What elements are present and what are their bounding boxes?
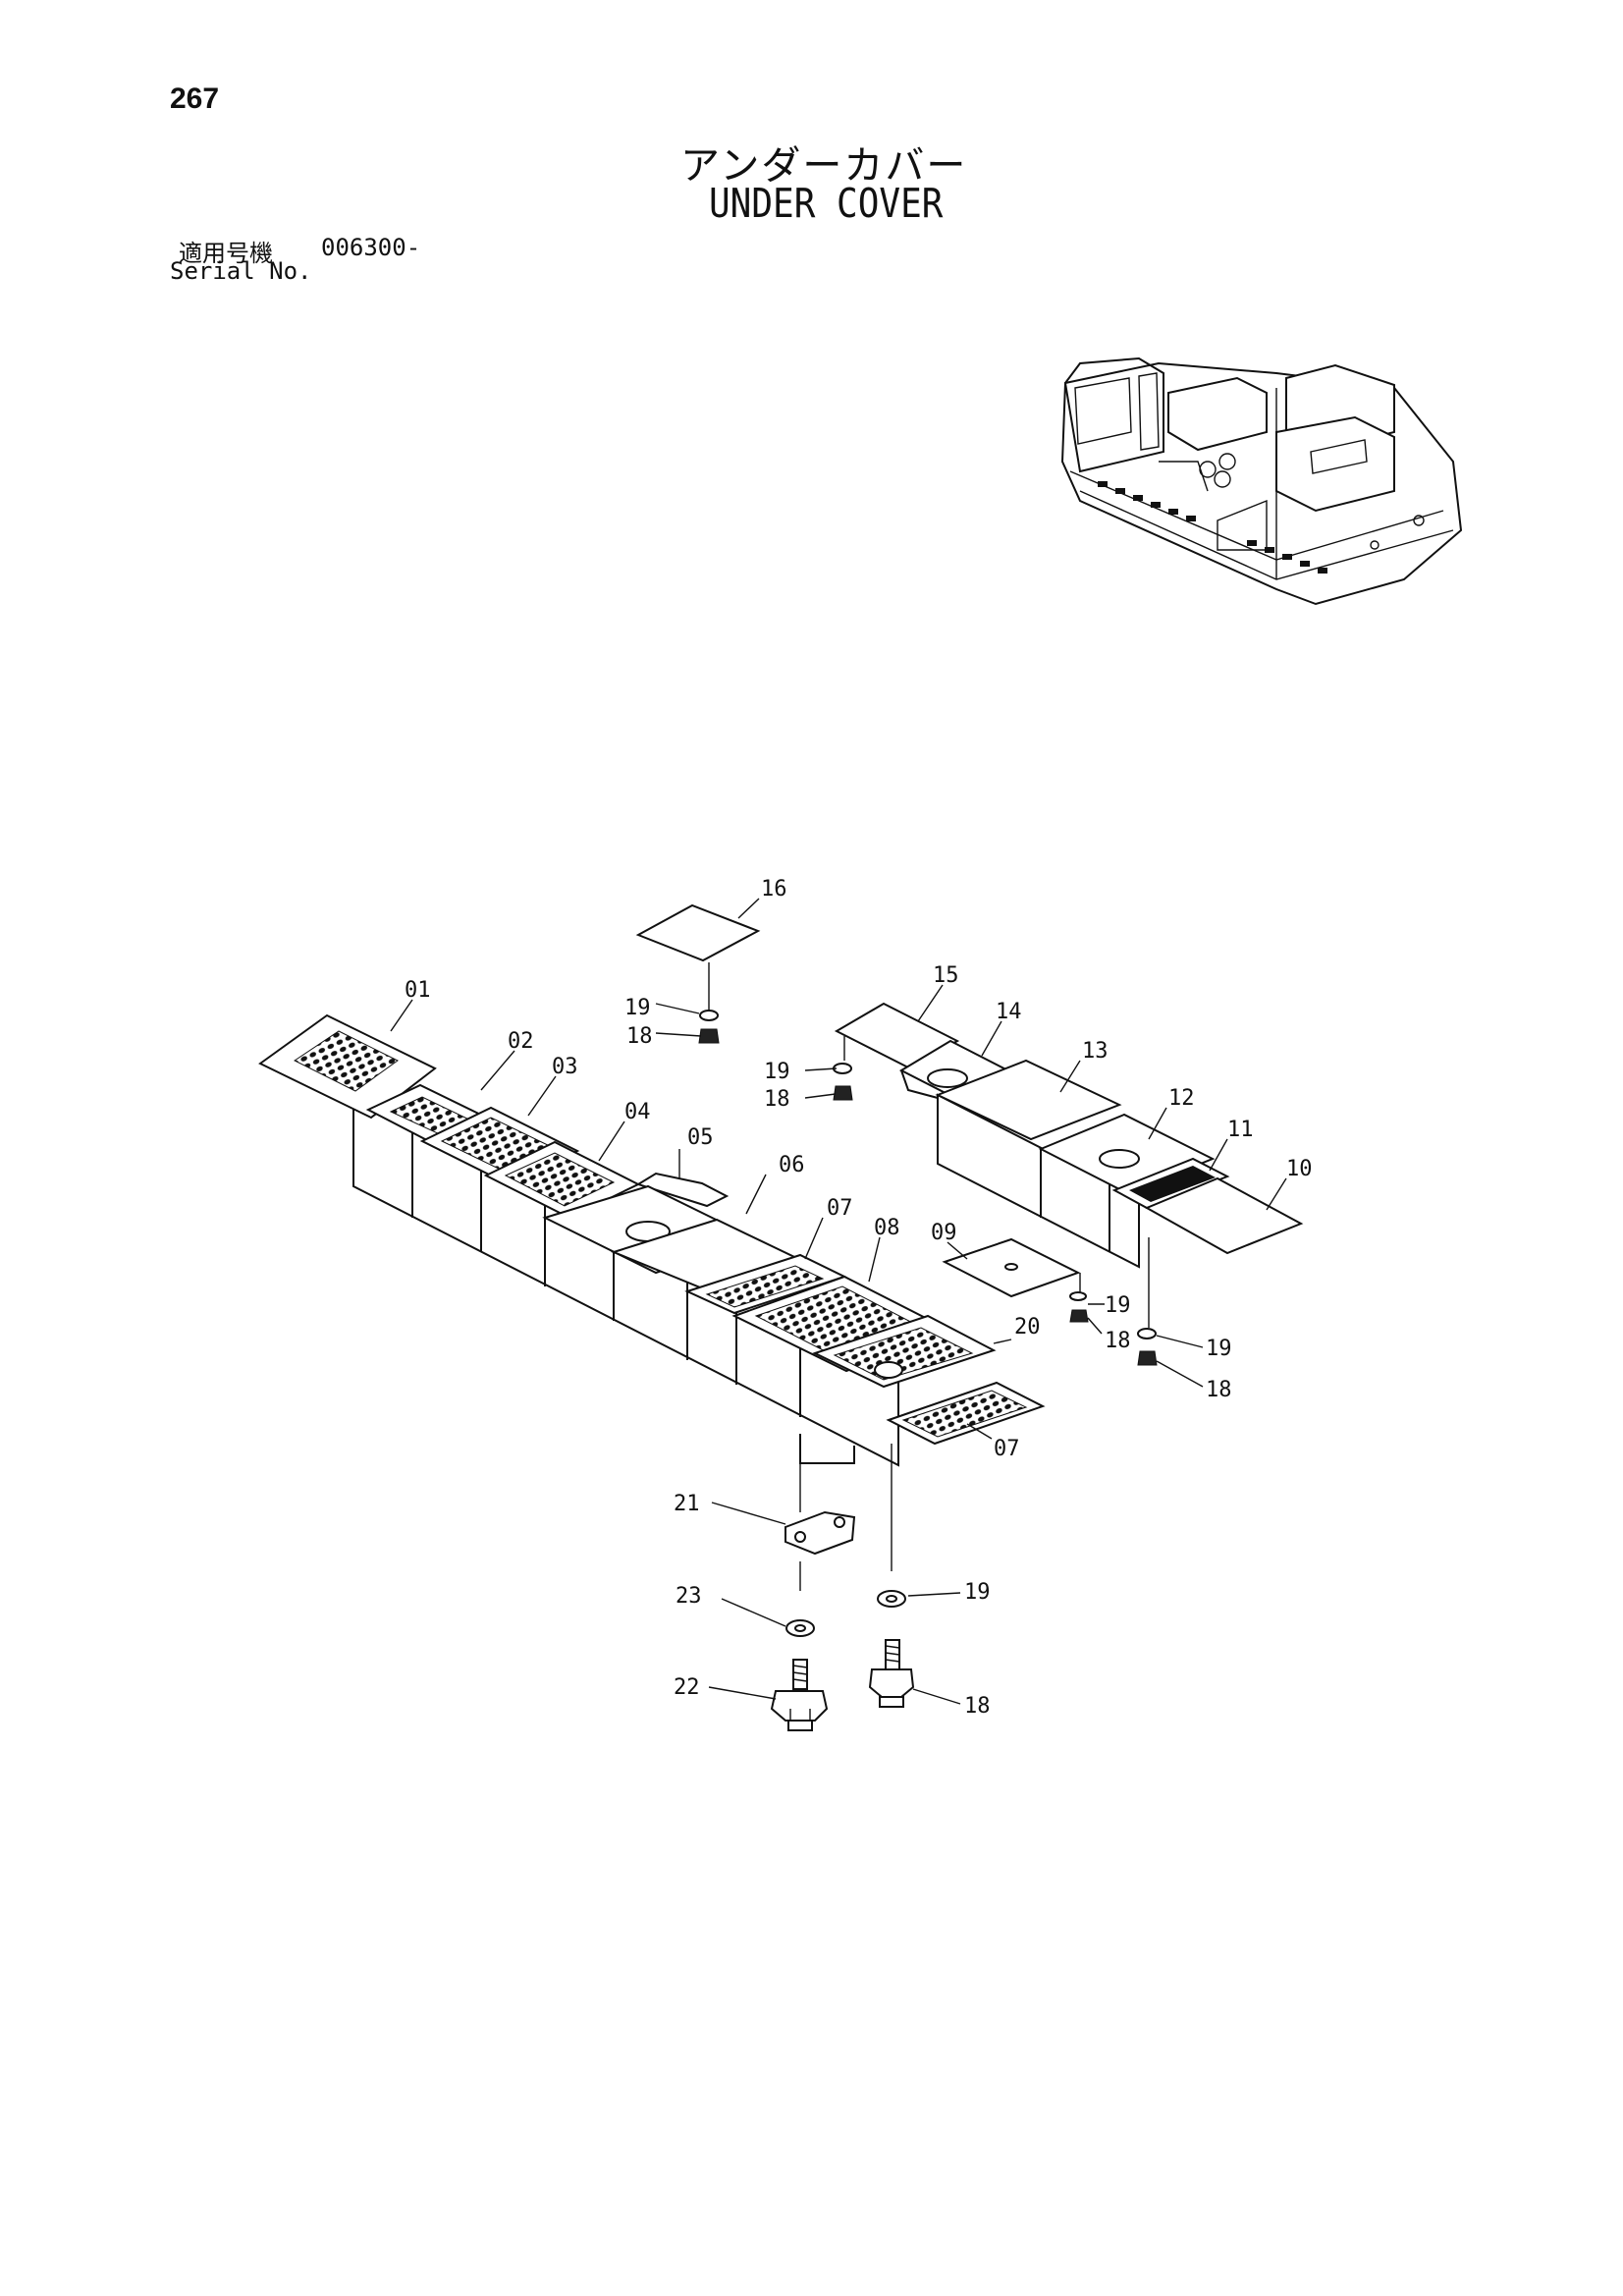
callout-18: 18	[626, 1024, 653, 1049]
part-22-bolt	[770, 1659, 829, 1731]
part-23-washer	[785, 1619, 815, 1637]
leader-lines	[390, 898, 1287, 1705]
serial-label-japanese: 適用号機	[179, 240, 273, 267]
part-18-bolt	[868, 1639, 915, 1708]
front-row-plates	[258, 1013, 1046, 1446]
callout-10: 10	[1286, 1157, 1313, 1181]
callout-19: 19	[964, 1580, 991, 1605]
callout-21: 21	[674, 1492, 700, 1516]
plate-16	[635, 903, 761, 962]
callout-06: 06	[779, 1153, 805, 1177]
callout-22: 22	[674, 1675, 700, 1700]
callout-labels: 16 01 19 18 02 03 04 05 06 07 08 09 15 1…	[405, 877, 1313, 1719]
callout-19: 19	[1105, 1293, 1131, 1318]
callout-12: 12	[1168, 1086, 1195, 1111]
callout-11: 11	[1227, 1118, 1254, 1142]
plate-15	[834, 1002, 960, 1070]
callout-13: 13	[1082, 1039, 1109, 1064]
callout-03: 03	[552, 1055, 578, 1079]
serial-label-english: Serial No.	[170, 257, 312, 285]
callout-09: 09	[931, 1221, 957, 1245]
page-number: 267	[170, 82, 220, 115]
callout-19: 19	[624, 996, 651, 1020]
serial-number-value: 006300-	[321, 234, 421, 261]
title-english: UNDER COVER	[709, 181, 944, 228]
callout-15: 15	[933, 963, 959, 988]
callout-20: 20	[1014, 1315, 1041, 1339]
callout-04: 04	[624, 1100, 651, 1124]
plate-09	[942, 1237, 1081, 1298]
plate-10	[1144, 1176, 1304, 1255]
title-japanese: アンダーカバー	[680, 143, 968, 189]
callout-18: 18	[1206, 1378, 1232, 1402]
callout-23: 23	[676, 1584, 702, 1609]
rear-row-plates	[635, 903, 1304, 1298]
excavator-overview-illustration	[1060, 356, 1463, 606]
callout-14: 14	[996, 1000, 1022, 1024]
callout-02: 02	[508, 1029, 534, 1054]
callout-18: 18	[1105, 1329, 1131, 1353]
callout-01: 01	[405, 978, 431, 1003]
callout-19: 19	[1206, 1337, 1232, 1361]
callout-18: 18	[964, 1694, 991, 1719]
plate-05	[635, 1172, 730, 1208]
callout-07: 07	[994, 1437, 1020, 1461]
callout-05: 05	[687, 1125, 714, 1150]
hardware	[698, 962, 1158, 1731]
plate-13	[935, 1059, 1122, 1141]
callout-16: 16	[761, 877, 787, 902]
callout-07: 07	[827, 1196, 853, 1221]
callout-18: 18	[764, 1087, 790, 1112]
callout-08: 08	[874, 1216, 900, 1240]
part-19-washer	[877, 1590, 906, 1608]
callout-19: 19	[764, 1060, 790, 1084]
part-21-plate	[784, 1510, 856, 1556]
